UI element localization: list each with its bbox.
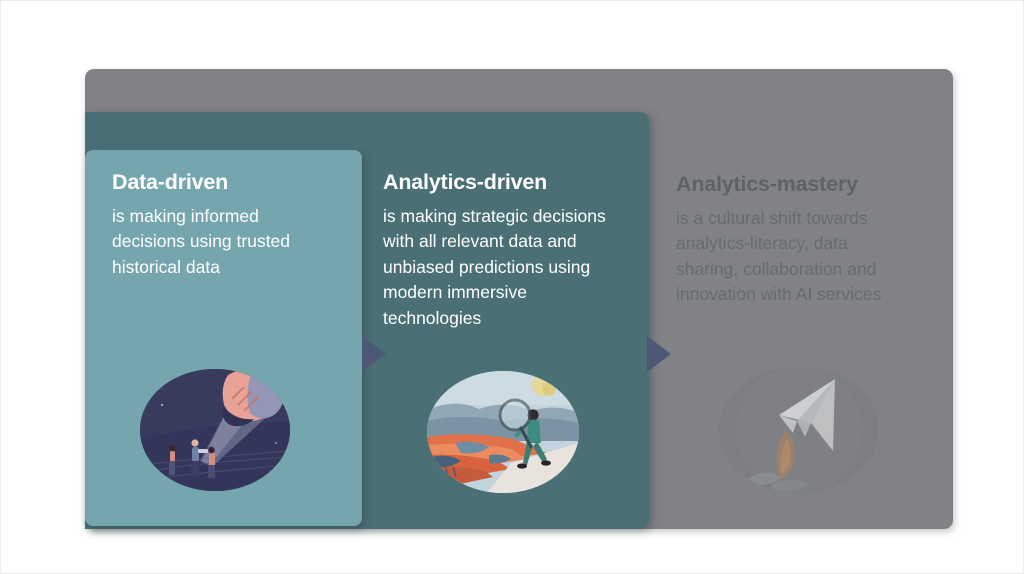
arrow-right-triangle-icon — [647, 336, 671, 372]
slide-inner-area: Data-driven is making informed decisions… — [7, 7, 1017, 567]
stage-text-data-driven: Data-driven is making informed decisions… — [112, 170, 344, 280]
magnifying-glass-landscape-circle-image — [427, 371, 579, 493]
stage-text-analytics-driven: Analytics-driven is making strategic dec… — [383, 170, 645, 331]
stage-description-analytics-mastery: is a cultural shift towards analytics-li… — [676, 207, 882, 305]
stage-text-analytics-mastery: Analytics-mastery is a cultural shift to… — [676, 172, 922, 308]
arrow-right-triangle-icon — [362, 336, 386, 372]
stage-description-data-driven: is making informed decisions using trust… — [112, 205, 291, 277]
paper-plane-launch-circle-image — [719, 367, 879, 493]
flashlight-explorers-circle-image — [140, 369, 290, 491]
stage-title-data-driven: Data-driven — [112, 170, 229, 194]
stage-description-analytics-driven: is making strategic decisions with all r… — [383, 205, 606, 328]
stage-title-analytics-mastery: Analytics-mastery — [676, 172, 858, 196]
stage-title-analytics-driven: Analytics-driven — [383, 170, 548, 194]
